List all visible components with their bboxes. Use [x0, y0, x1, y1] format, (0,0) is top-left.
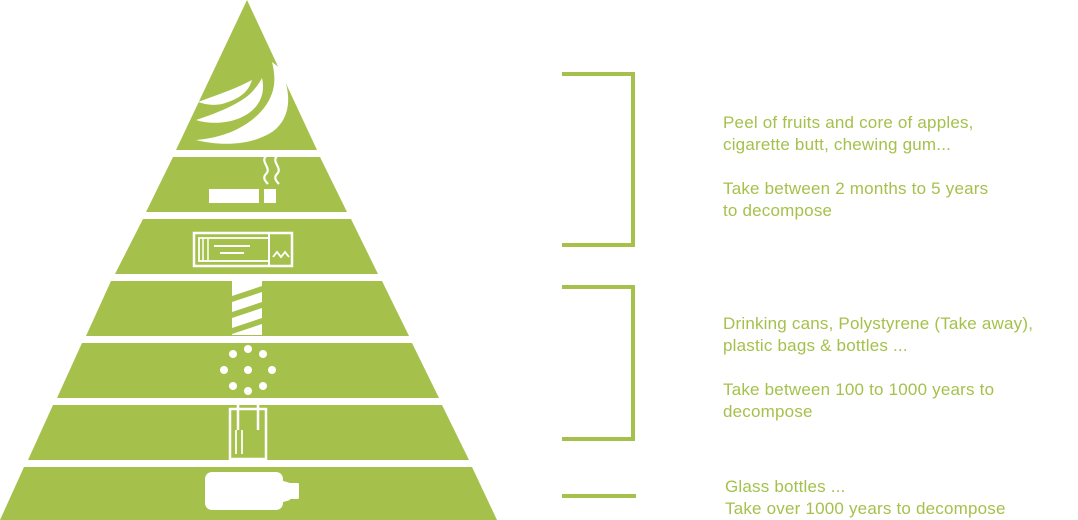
group-2-description: Drinking cans, Polystyrene (Take away), …: [723, 313, 1033, 423]
group-1-items-cont: cigarette butt, chewing gum...: [723, 135, 952, 154]
bracket-group-2: [562, 285, 635, 441]
group-2-items-cont: plastic bags & bottles ...: [723, 336, 908, 355]
cigarette-icon: [209, 155, 280, 203]
decomposition-pyramid: [0, 0, 497, 520]
pyramid-tier-plastic-bag: [28, 405, 469, 460]
group-3-duration: Take over 1000 years to decompose: [725, 499, 1006, 518]
group-2-duration-cont: decompose: [723, 402, 813, 421]
group-1-items: Peel of fruits and core of apples,: [723, 113, 974, 132]
pyramid-tier-cigarette: [146, 157, 347, 212]
group-1-duration-cont: to decompose: [723, 201, 833, 220]
polystyrene-icon: [220, 345, 276, 395]
group-2-items: Drinking cans, Polystyrene (Take away),: [723, 314, 1034, 333]
bracket-group-3: [562, 494, 636, 498]
group-3-items: Glass bottles ...: [725, 477, 846, 496]
plastic-bag-icon: [228, 405, 268, 461]
group-2-duration: Take between 100 to 1000 years to: [723, 380, 995, 399]
group-3-description: Glass bottles ... Take over 1000 years t…: [725, 476, 1006, 520]
glass-bottle-icon: [205, 472, 299, 510]
group-1-duration: Take between 2 months to 5 years: [723, 179, 989, 198]
group-1-description: Peel of fruits and core of apples, cigar…: [723, 112, 988, 222]
banana-icon: [196, 62, 289, 144]
bracket-group-1: [562, 72, 635, 247]
can-icon: [232, 281, 262, 335]
chewing-gum-icon: [192, 231, 294, 268]
